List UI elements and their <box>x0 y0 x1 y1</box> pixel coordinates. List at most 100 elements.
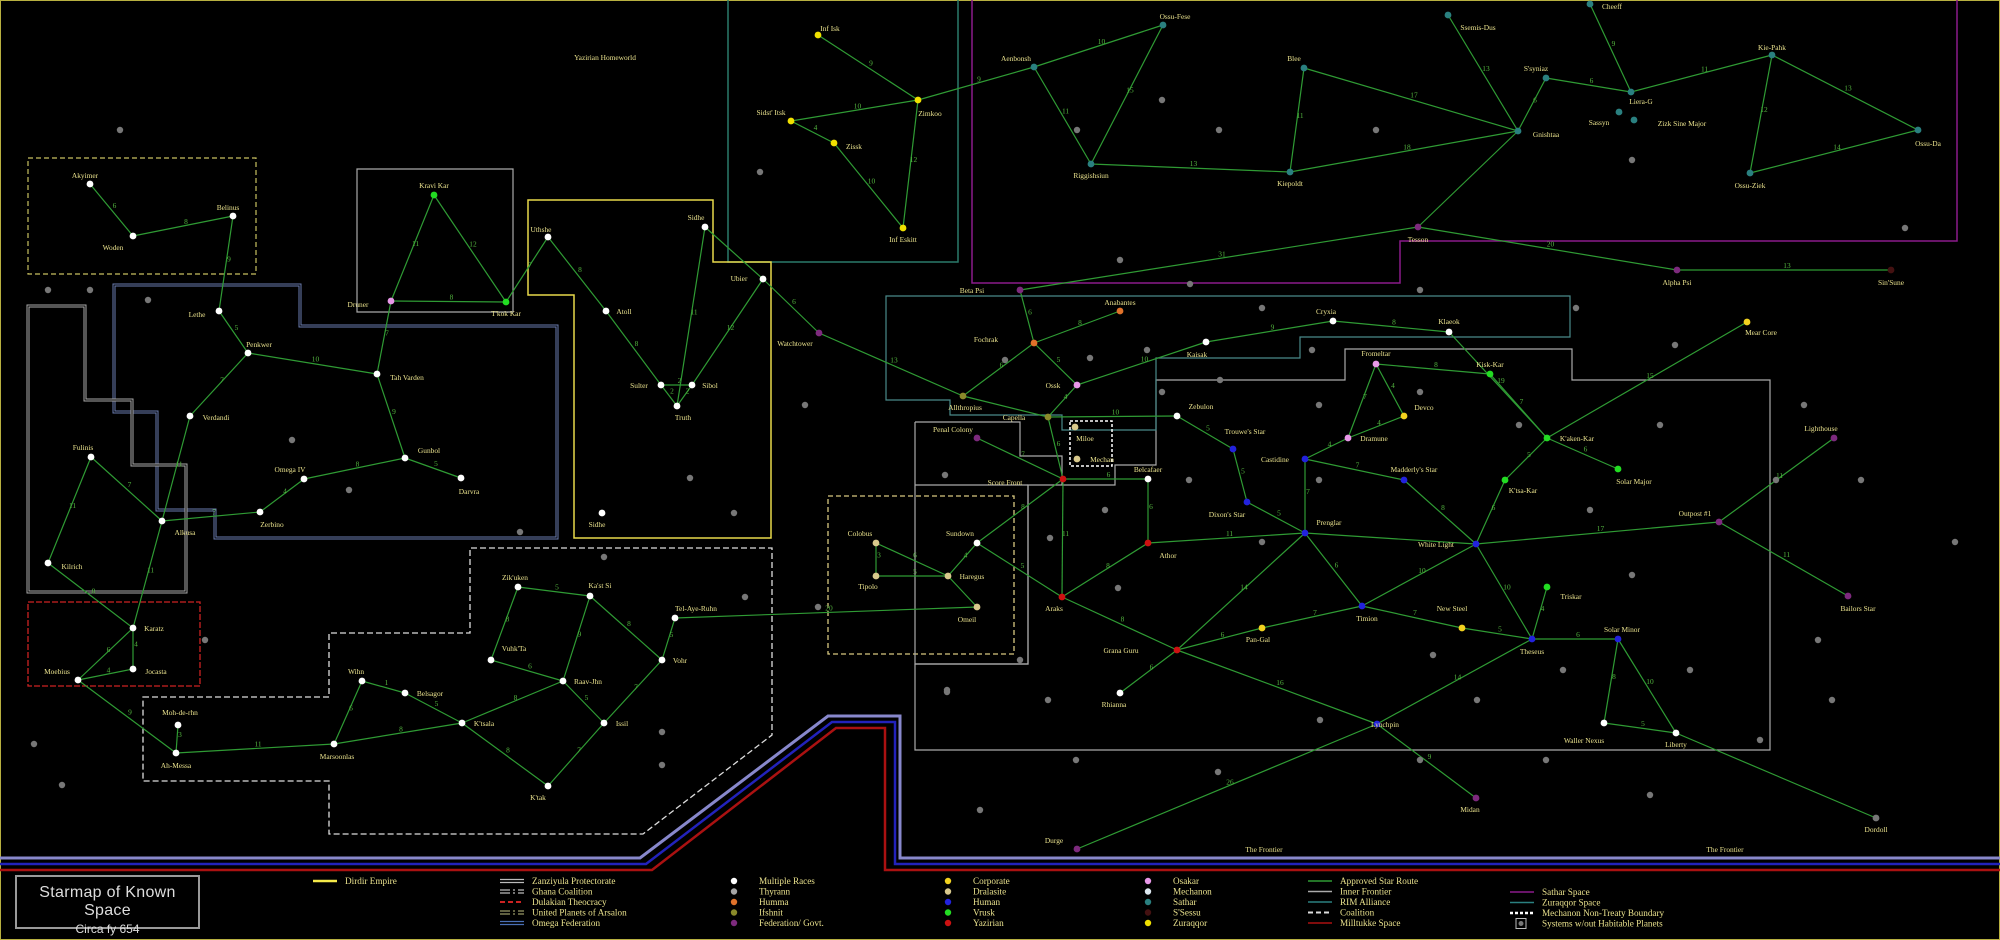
star-mear-core[interactable] <box>1743 318 1751 326</box>
star-zimkoo[interactable] <box>914 96 922 104</box>
star-colobus[interactable] <box>872 539 880 547</box>
star-ossu-fese[interactable] <box>1159 21 1167 29</box>
star-tah-varden[interactable] <box>373 370 381 378</box>
star-solar-major[interactable] <box>1614 465 1622 473</box>
star-outpost-1[interactable] <box>1715 518 1723 526</box>
star-allthropius[interactable] <box>959 392 967 400</box>
star-wihn[interactable] <box>358 677 366 685</box>
star-k-tak[interactable] <box>544 782 552 790</box>
star-kisk-kar[interactable] <box>1486 370 1494 378</box>
star-kilrich[interactable] <box>44 559 52 567</box>
star-dixon-s-star[interactable] <box>1243 498 1251 506</box>
star-dordoll[interactable] <box>1872 814 1880 822</box>
star-jocasta[interactable] <box>129 665 137 673</box>
star-watchtower[interactable] <box>815 329 823 337</box>
star-atoll[interactable] <box>602 307 610 315</box>
star-belinus[interactable] <box>229 212 237 220</box>
star-sibol[interactable] <box>688 381 696 389</box>
star-zik-uken[interactable] <box>514 583 522 591</box>
star-waller-nexus[interactable] <box>1600 719 1608 727</box>
star-gnishtaa[interactable] <box>1514 127 1522 135</box>
star-white-light[interactable] <box>1472 540 1480 548</box>
star-karatz[interactable] <box>129 624 137 632</box>
star-ossu-da[interactable] <box>1914 126 1922 134</box>
star-penkwer[interactable] <box>244 349 252 357</box>
star-inf-isk[interactable] <box>814 31 822 39</box>
star-ka-st-si[interactable] <box>586 592 594 600</box>
star-ssemis-dus[interactable] <box>1444 11 1452 19</box>
star-zebulon[interactable] <box>1173 412 1181 420</box>
star-cheeff[interactable] <box>1586 0 1594 8</box>
star-madderly-s-star[interactable] <box>1400 476 1408 484</box>
star-alkusa[interactable] <box>158 517 166 525</box>
star-sidst-itsk[interactable] <box>787 117 795 125</box>
star-riggishsiun[interactable] <box>1087 160 1095 168</box>
star-fulinis[interactable] <box>87 453 95 461</box>
star-raav-jhn[interactable] <box>559 677 567 685</box>
star-k-tsa-kar[interactable] <box>1501 476 1509 484</box>
star-moh-de-rhn[interactable] <box>174 721 182 729</box>
star-new-steel[interactable] <box>1458 624 1466 632</box>
star-zissk[interactable] <box>830 139 838 147</box>
star-pan-gal[interactable] <box>1258 624 1266 632</box>
star-belsagor[interactable] <box>401 689 409 697</box>
star-druner[interactable] <box>387 297 395 305</box>
star-kaisak[interactable] <box>1202 338 1210 346</box>
star-klaeok[interactable] <box>1445 328 1453 336</box>
star-capella[interactable] <box>1044 413 1052 421</box>
star-penal-colony[interactable] <box>973 434 981 442</box>
star-belcafaer[interactable] <box>1144 475 1152 483</box>
star-sulter[interactable] <box>657 381 665 389</box>
star-vuhk-ta[interactable] <box>487 656 495 664</box>
star-kiepoldt[interactable] <box>1286 168 1294 176</box>
star-prenglar[interactable] <box>1301 529 1309 537</box>
star-verdandi[interactable] <box>186 412 194 420</box>
star-fochrak[interactable] <box>1030 339 1038 347</box>
star-athor[interactable] <box>1144 539 1152 547</box>
star-s-syniaz[interactable] <box>1542 74 1550 82</box>
star-truth[interactable] <box>673 402 681 410</box>
star-sassyn[interactable] <box>1615 108 1623 116</box>
star-liera-g[interactable] <box>1627 88 1635 96</box>
star-k-aken-kar[interactable] <box>1543 434 1551 442</box>
star-k-tsala[interactable] <box>458 719 466 727</box>
star-araks[interactable] <box>1058 593 1066 601</box>
star-lighthouse[interactable] <box>1830 434 1838 442</box>
star-t-kok-kar[interactable] <box>502 298 510 306</box>
star-sin-sune[interactable] <box>1887 266 1895 274</box>
star-castidine[interactable] <box>1301 455 1309 463</box>
star-sundown[interactable] <box>973 539 981 547</box>
star-woden[interactable] <box>129 232 137 240</box>
star-anabantes[interactable] <box>1116 307 1124 315</box>
star-dramune[interactable] <box>1344 434 1352 442</box>
star-timion[interactable] <box>1358 602 1366 610</box>
star-liberty[interactable] <box>1672 729 1680 737</box>
star-lynchpin[interactable] <box>1373 720 1381 728</box>
star-aenbonsh[interactable] <box>1030 63 1038 71</box>
star-tel-aye-ruhn[interactable] <box>671 614 679 622</box>
star-grana-guru[interactable] <box>1173 646 1181 654</box>
star-marsoonlas[interactable] <box>330 740 338 748</box>
star-midan[interactable] <box>1472 794 1480 802</box>
star-kie-pahk[interactable] <box>1768 51 1776 59</box>
star-tesson[interactable] <box>1414 223 1422 231</box>
star-mechan[interactable] <box>1073 455 1081 463</box>
star-durge[interactable] <box>1073 845 1081 853</box>
star-darvra[interactable] <box>457 474 465 482</box>
star-lethe[interactable] <box>215 307 223 315</box>
star-bailors-star[interactable] <box>1844 592 1852 600</box>
star-tipolo[interactable] <box>872 572 880 580</box>
star-zizk-sine-major[interactable] <box>1630 116 1638 124</box>
star-ossk[interactable] <box>1073 381 1081 389</box>
star-blee[interactable] <box>1300 64 1308 72</box>
star-cryxia[interactable] <box>1329 317 1337 325</box>
star-ah-messa[interactable] <box>172 749 180 757</box>
star-omega-iv[interactable] <box>300 475 308 483</box>
star-ossu-ziek[interactable] <box>1746 169 1754 177</box>
star-rhianna[interactable] <box>1116 689 1124 697</box>
star-vohr[interactable] <box>658 656 666 664</box>
star-sidhe[interactable] <box>598 509 606 517</box>
star-fromeltar[interactable] <box>1372 360 1380 368</box>
star-trouwe-s-star[interactable] <box>1229 445 1237 453</box>
star-ubier[interactable] <box>759 275 767 283</box>
